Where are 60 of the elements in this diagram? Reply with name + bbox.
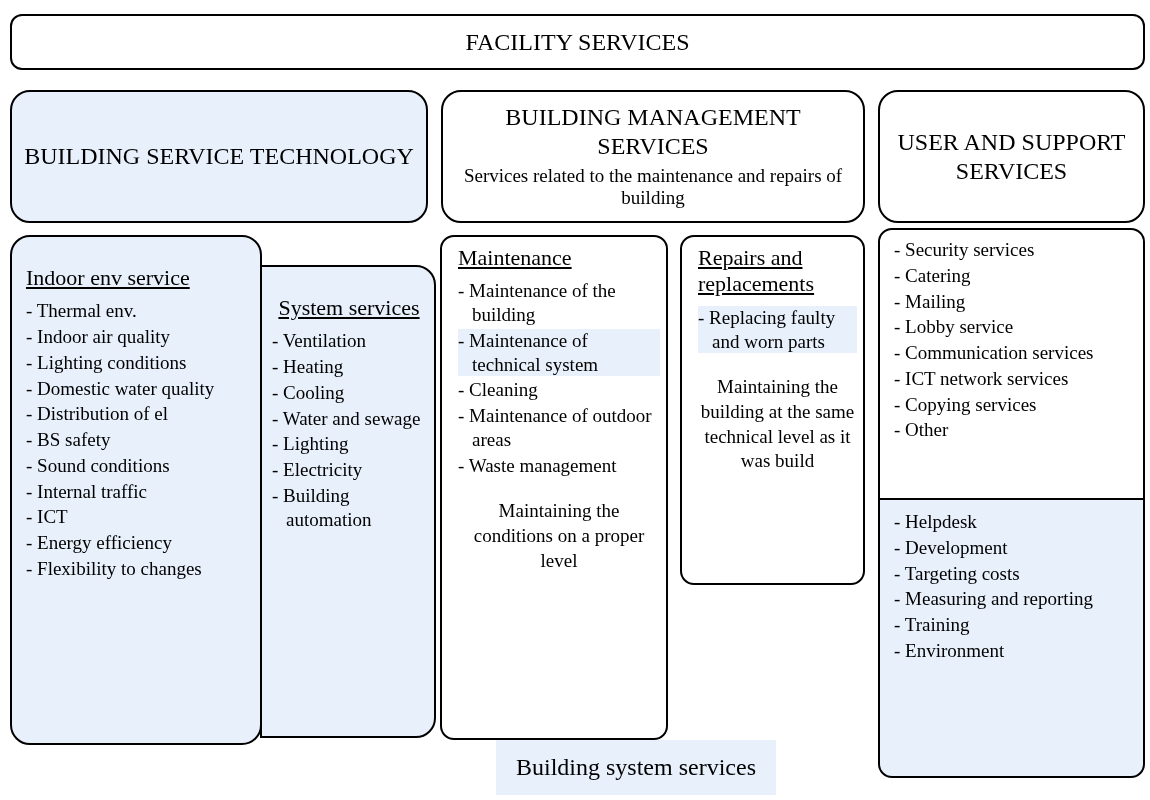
list-item: - Lighting conditions (26, 350, 188, 375)
list-box (440, 235, 668, 740)
section-heading: System services (277, 295, 421, 322)
legend-text: Building system services (516, 754, 756, 781)
list-item: - Helpdesk (894, 510, 978, 534)
list-item: - BS safety (26, 428, 112, 452)
list-item: - Cooling (272, 380, 346, 405)
list-item: - Copying services (894, 392, 1038, 417)
list-box (878, 498, 1145, 778)
list-item: - Distribution of el (26, 402, 169, 427)
list-item: - Lobby service (894, 315, 1015, 339)
list-item: - Lighting (272, 432, 350, 457)
heading: USER AND SUPPORT SERVICES (896, 127, 1127, 186)
list-item: - Building automation (272, 483, 373, 532)
heading: FACILITY SERVICES (465, 27, 690, 57)
list-item: - Communication services (894, 341, 1095, 365)
list-item: - Maintenance of the building (458, 279, 617, 327)
list-item: - Waste management (458, 453, 618, 478)
heading: BUILDING MANAGEMENT SERVICES (504, 102, 802, 161)
list-item: - Targeting costs (894, 561, 1021, 586)
list-item: - Energy efficiency (26, 531, 173, 555)
list-item: - Security services (894, 238, 1036, 262)
section-heading: Repairs and replacements (698, 245, 816, 298)
heading: BUILDING SERVICE TECHNOLOGY (24, 142, 414, 171)
list-item: - Indoor air quality (26, 325, 172, 349)
list-item: - Domestic water quality (26, 376, 216, 401)
list-box (10, 235, 262, 745)
list-item: - Measuring and reporting (894, 587, 1094, 611)
list-item: - Internal traffic (26, 479, 148, 504)
category-box (10, 14, 1145, 70)
category-box (441, 90, 865, 223)
list-item: - Thermal env. (26, 299, 138, 324)
list-item: - Water and sewage (272, 406, 422, 431)
list-item: - Maintenance of technical system (458, 328, 660, 377)
list-item: - Sound conditions (26, 453, 171, 478)
list-item: - Other (894, 418, 950, 442)
list-item: - Heating (272, 355, 345, 379)
list-item: - Cleaning (458, 378, 539, 403)
section-heading: Maintenance (458, 245, 573, 272)
list-box (260, 265, 436, 738)
note-text: Maintaining the building at the same technical level as it was build (699, 375, 856, 474)
list-item: - ICT network services (894, 366, 1070, 391)
list-item: - Flexibility to changes (26, 556, 203, 581)
category-box (10, 90, 428, 223)
list-item: - Catering (894, 263, 972, 288)
list-item: - Electricity (272, 458, 364, 482)
list-item: - Mailing (894, 289, 967, 314)
list-box (680, 235, 865, 585)
list-item: - Training (894, 613, 971, 637)
section-heading: Indoor env service (26, 265, 191, 292)
list-item: - Replacing faulty and worn parts (698, 305, 857, 354)
subtitle: Services related to the maintenance and repairs of building (462, 164, 844, 211)
list-item: - ICT (26, 505, 69, 530)
list-item: - Environment (894, 638, 1006, 663)
list-item: - Development (894, 535, 1009, 560)
list-item: - Ventilation (272, 329, 368, 354)
list-box (878, 228, 1145, 500)
category-box (878, 90, 1145, 223)
list-item: - Maintenance of outdoor areas (458, 404, 653, 452)
note-text: Maintaining the conditions on a proper level (472, 499, 646, 573)
